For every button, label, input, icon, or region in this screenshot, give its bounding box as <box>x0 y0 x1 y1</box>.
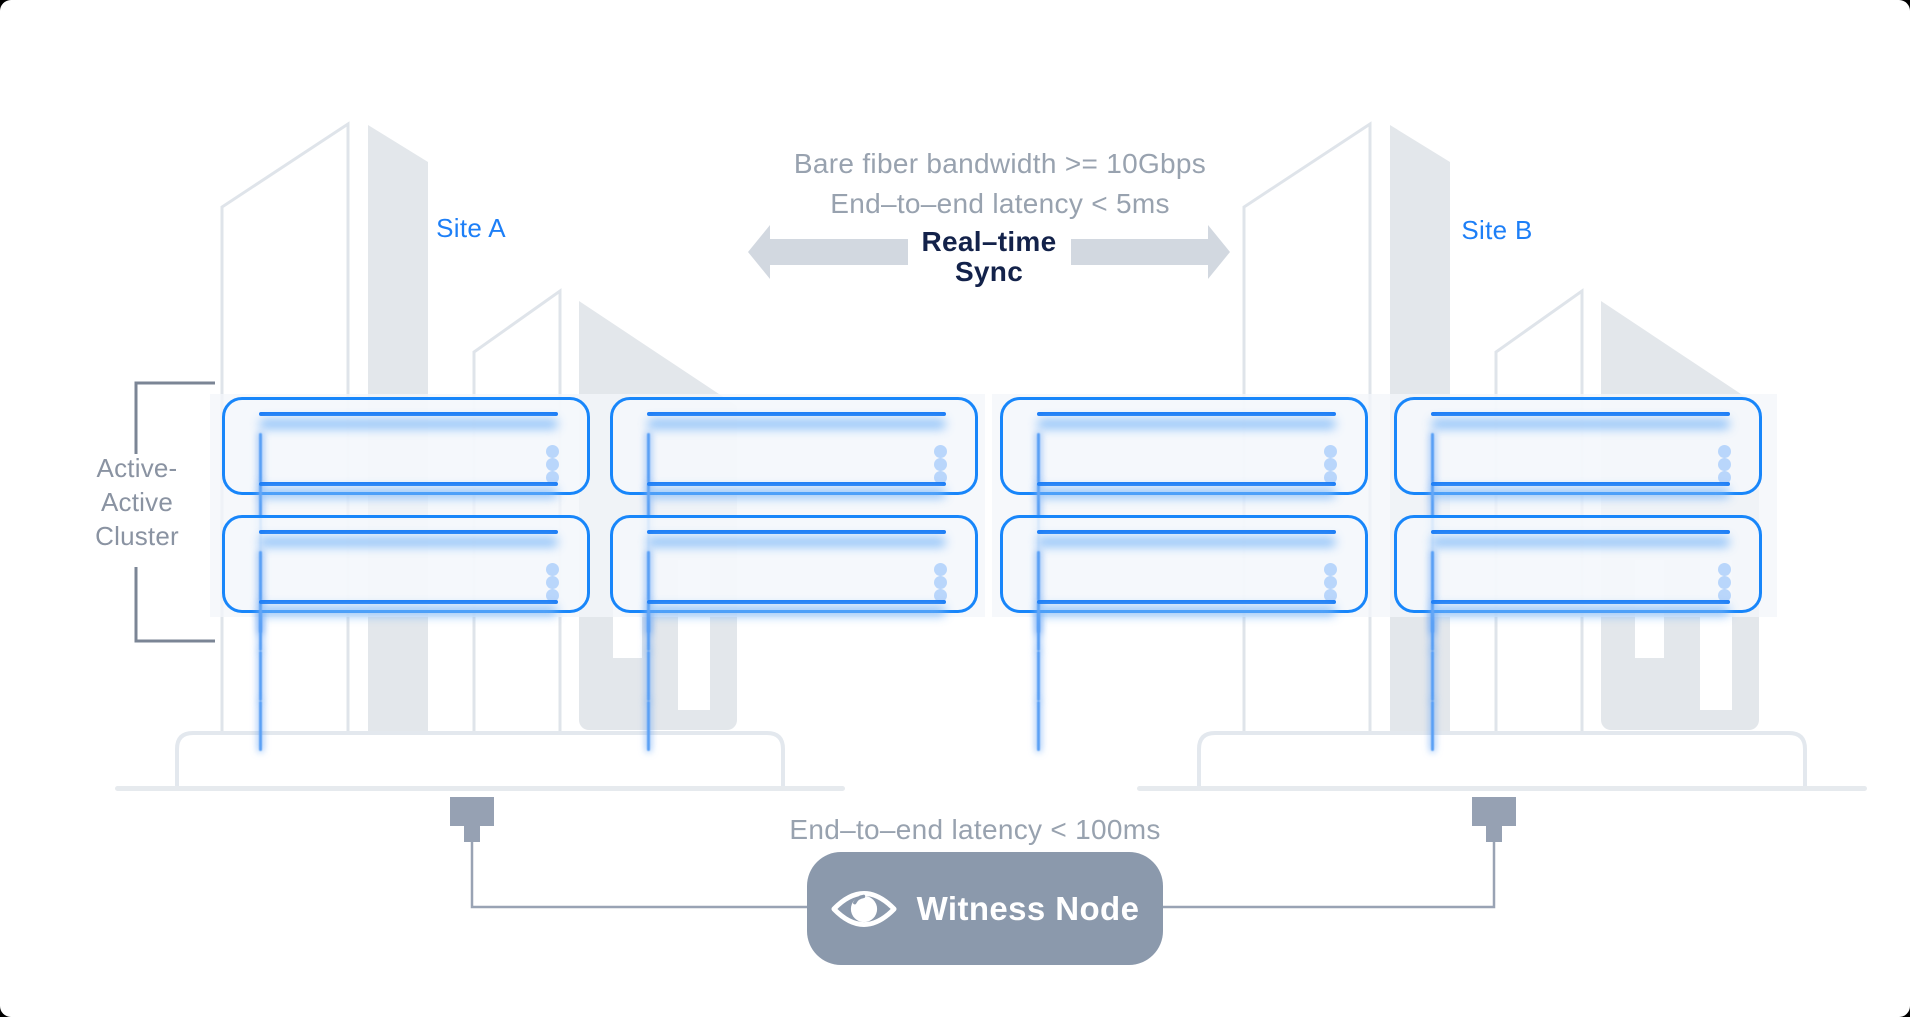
server-rack <box>222 397 590 633</box>
rack-bottom-line <box>259 482 558 486</box>
realtime-sync-label: Real–time Sync <box>922 227 1057 287</box>
rack-led-dots-icon <box>546 563 559 602</box>
rack-led-dots-icon <box>934 445 947 484</box>
cluster-label-line-1: Active- <box>96 453 178 483</box>
bandwidth-label: Bare fiber bandwidth >= 10Gbps <box>793 148 1207 179</box>
witness-node: Witness Node <box>807 852 1163 965</box>
rack-bottom-glow <box>1431 606 1730 616</box>
rack-bottom-glow <box>259 606 558 616</box>
cluster-label: Active- Active Cluster <box>95 451 179 553</box>
rack-top-glow <box>259 419 558 429</box>
cluster-bracket <box>134 381 215 643</box>
rack-bottom-glow <box>1037 606 1336 616</box>
rack-led-dots-icon <box>1324 445 1337 484</box>
rack-top-line <box>1037 412 1336 416</box>
rack-top-glow <box>259 537 558 547</box>
rack-bottom-line <box>1431 482 1730 486</box>
rack-bottom-line <box>647 600 946 604</box>
server-rack <box>1000 515 1368 751</box>
rack-top-line <box>1431 530 1730 534</box>
rack-slot-lines-icon <box>1037 551 1040 751</box>
arrow-right-icon <box>1071 225 1230 279</box>
sync-line-1: Real–time <box>921 226 1057 257</box>
witness-connector-lines <box>470 842 1496 909</box>
cluster-label-line-3: Cluster <box>95 521 179 551</box>
cluster-label-line-2: Active <box>100 487 174 517</box>
site-b-label: Site B <box>1461 215 1533 245</box>
rack-slot-lines-icon <box>259 551 262 751</box>
rack-bottom-glow <box>647 488 946 498</box>
rack-bottom-line <box>1037 482 1336 486</box>
sync-line-2: Sync <box>954 256 1024 287</box>
rack-led-dots-icon <box>934 563 947 602</box>
rack-bottom-line <box>1431 600 1730 604</box>
rack-top-line <box>647 530 946 534</box>
rack-top-line <box>647 412 946 416</box>
rack-top-glow <box>647 419 946 429</box>
rack-bottom-line <box>259 600 558 604</box>
rack-top-line <box>1431 412 1730 416</box>
rack-top-glow <box>1037 419 1336 429</box>
rack-slot-lines-icon <box>1431 551 1434 751</box>
rack-top-glow <box>1431 419 1730 429</box>
rack-led-dots-icon <box>546 445 559 484</box>
rack-top-glow <box>1037 537 1336 547</box>
rack-top-line <box>259 412 558 416</box>
witness-latency-label: End–to–end latency < 100ms <box>789 814 1161 845</box>
rack-bottom-glow <box>647 606 946 616</box>
rack-top-line <box>259 530 558 534</box>
server-rack <box>610 515 978 751</box>
server-rack <box>1000 397 1368 633</box>
rack-top-line <box>1037 530 1336 534</box>
rack-bottom-glow <box>259 488 558 498</box>
rack-led-dots-icon <box>1324 563 1337 602</box>
rack-led-dots-icon <box>1718 563 1731 602</box>
server-rack <box>610 397 978 633</box>
latency-label: End–to–end latency < 5ms <box>830 188 1170 219</box>
rack-top-glow <box>1431 537 1730 547</box>
server-rack <box>222 515 590 751</box>
server-rack <box>1394 515 1762 751</box>
server-rack <box>1394 397 1762 633</box>
witness-node-label: Witness Node <box>916 889 1140 927</box>
eye-icon <box>831 890 897 927</box>
rack-bottom-glow <box>1037 488 1336 498</box>
rack-bottom-glow <box>1431 488 1730 498</box>
site-a-label: Site A <box>436 213 506 243</box>
rack-bottom-line <box>1037 600 1336 604</box>
arrow-left-icon <box>748 225 908 279</box>
rack-led-dots-icon <box>1718 445 1731 484</box>
rack-bottom-line <box>647 482 946 486</box>
rack-top-glow <box>647 537 946 547</box>
rack-slot-lines-icon <box>647 551 650 751</box>
